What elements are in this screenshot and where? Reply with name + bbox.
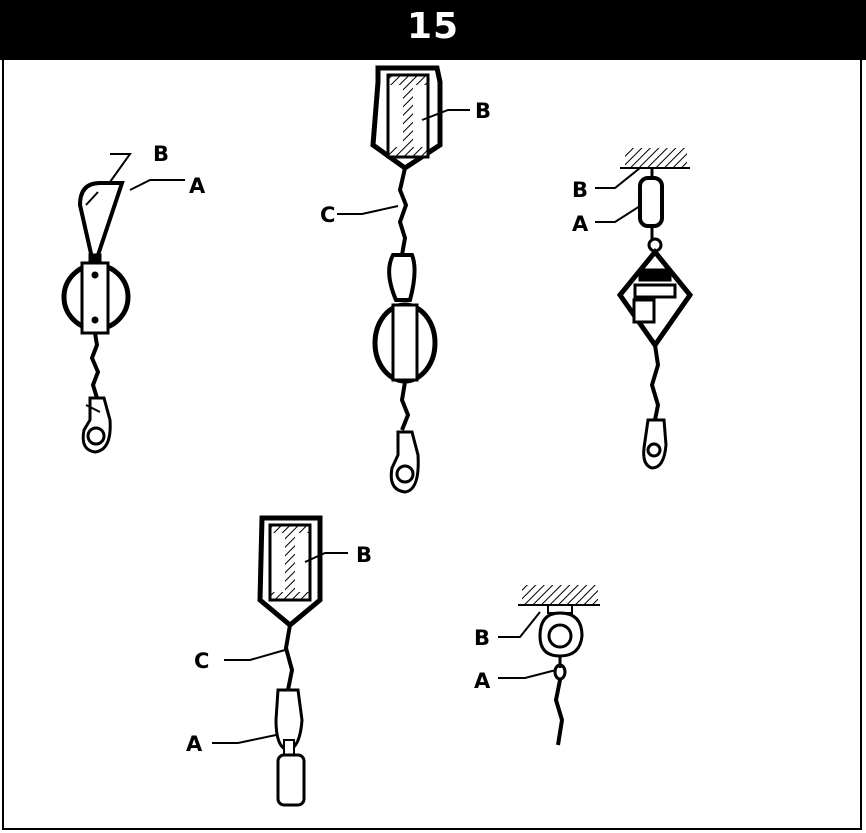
label-b-fig1: B <box>153 142 169 166</box>
label-a-fig5: A <box>474 669 491 693</box>
label-b-fig3: B <box>572 178 588 202</box>
figure-frame <box>2 60 862 830</box>
figure-srl-carabiner <box>61 181 131 454</box>
label-c-fig2: C <box>320 203 335 227</box>
lanyard-strap <box>276 753 306 807</box>
figure-ceiling-anchor <box>518 585 600 746</box>
label-a-fig3: A <box>572 212 589 236</box>
carabiner <box>77 181 125 260</box>
carabiner-3 <box>638 176 664 228</box>
snap-hook <box>81 396 112 454</box>
label-b-fig5: B <box>474 626 490 650</box>
anchor-ring <box>538 611 584 658</box>
label-a-fig4: A <box>186 732 203 756</box>
ceiling-anchor <box>522 585 598 605</box>
figure-5-leaders <box>498 611 557 679</box>
label-c-fig4: C <box>194 649 209 673</box>
label-a-fig1: A <box>189 174 206 198</box>
cable-c <box>397 167 409 256</box>
figure-number: 15 <box>406 6 460 47</box>
figure-beam-lanyard <box>257 515 323 807</box>
figure-number-header: 15 <box>0 0 866 60</box>
label-b-fig4: B <box>356 543 372 567</box>
figure-overhead-srl <box>616 148 694 470</box>
webbing <box>89 332 101 399</box>
snap-hook-2 <box>389 430 420 494</box>
figure-1-leaders <box>109 153 185 191</box>
lanyard-5 <box>553 679 565 746</box>
figure-3-leaders <box>595 167 641 223</box>
beam-strap-2 <box>257 515 323 629</box>
label-b-fig2: B <box>475 99 491 123</box>
cable-c-2 <box>283 624 295 691</box>
carabiner-2 <box>387 253 417 302</box>
figure-2-leaders <box>337 109 470 215</box>
cable-3 <box>649 344 661 421</box>
figure-4-leaders <box>212 552 348 744</box>
snap-hook-3 <box>642 418 668 470</box>
figure-beam-srl <box>370 65 443 494</box>
overhead-anchor <box>625 148 687 168</box>
